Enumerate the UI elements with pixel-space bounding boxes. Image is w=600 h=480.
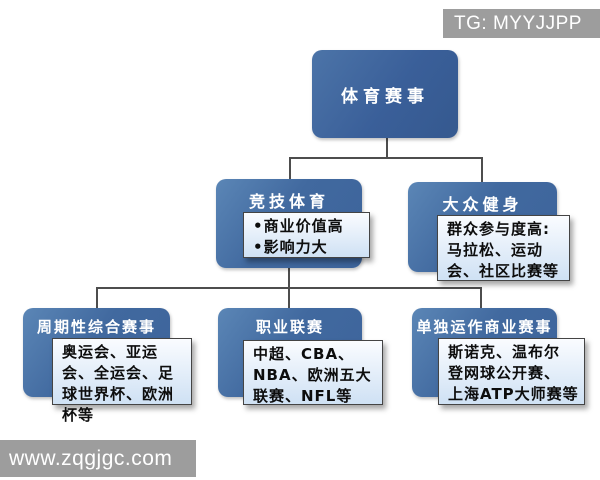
detail-line: 会、社区比赛等 (447, 262, 560, 280)
node-sports-events: 体育赛事 (312, 50, 458, 138)
connector-root-stem (386, 138, 388, 158)
connector-drop-mass-fitness (481, 157, 483, 183)
node-mass-fitness-label: 大众健身 (442, 195, 523, 214)
mass-fitness-details-box: 群众参与度高: 马拉松、运动 会、社区比赛等 (437, 215, 570, 281)
detail-line: 球世界杯、欧洲 (62, 385, 175, 403)
detail-line: •商业价值高 (253, 217, 344, 235)
node-periodic-comprehensive-events-label: 周期性综合赛事 (36, 318, 156, 336)
detail-line: 中超、CBA、 (253, 345, 355, 363)
competitive-sports-details-box: •商业价值高 •影响力大 (243, 212, 370, 258)
periodic-events-details-box: 奥运会、亚运 会、全运会、足 球世界杯、欧洲 杯等 (52, 338, 192, 424)
connector-drop-periodic (96, 287, 98, 309)
watermark-bottom-left: www.zqgjgc.com (0, 440, 196, 477)
detail-line: 联赛、NFL等 (253, 387, 353, 405)
detail-line: 马拉松、运动 (447, 241, 544, 259)
node-sports-events-label: 体育赛事 (341, 86, 429, 107)
detail-line: 会、全运会、足 (62, 364, 175, 382)
node-competitive-sports-label: 竞技体育 (248, 192, 329, 211)
detail-line: 上海ATP大师赛等 (448, 385, 579, 403)
connector-level2-crossbar (289, 157, 483, 159)
connector-drop-league (288, 287, 290, 309)
standalone-commercial-events-details-box: 斯诺克、温布尔 登网球公开赛、 上海ATP大师赛等 (438, 338, 585, 405)
detail-line: •影响力大 (253, 238, 328, 256)
detail-line: 登网球公开赛、 (448, 364, 561, 382)
professional-leagues-details-box: 中超、CBA、 NBA、欧洲五大 联赛、NFL等 (243, 340, 383, 405)
connector-drop-commercial (480, 287, 482, 308)
watermark-top-right: TG: MYYJJPP (443, 9, 600, 38)
detail-line: 斯诺克、温布尔 (448, 343, 561, 361)
node-standalone-commercial-events-label: 单独运作商业赛事 (416, 318, 553, 336)
connector-competitive-stem (288, 268, 290, 288)
detail-line: NBA、欧洲五大 (253, 366, 372, 384)
connector-drop-competitive (289, 157, 291, 180)
detail-line: 群众参与度高: (447, 220, 550, 238)
detail-line: 杯等 (62, 406, 95, 424)
node-professional-leagues-label: 职业联赛 (255, 318, 324, 336)
detail-line: 奥运会、亚运 (62, 343, 159, 361)
